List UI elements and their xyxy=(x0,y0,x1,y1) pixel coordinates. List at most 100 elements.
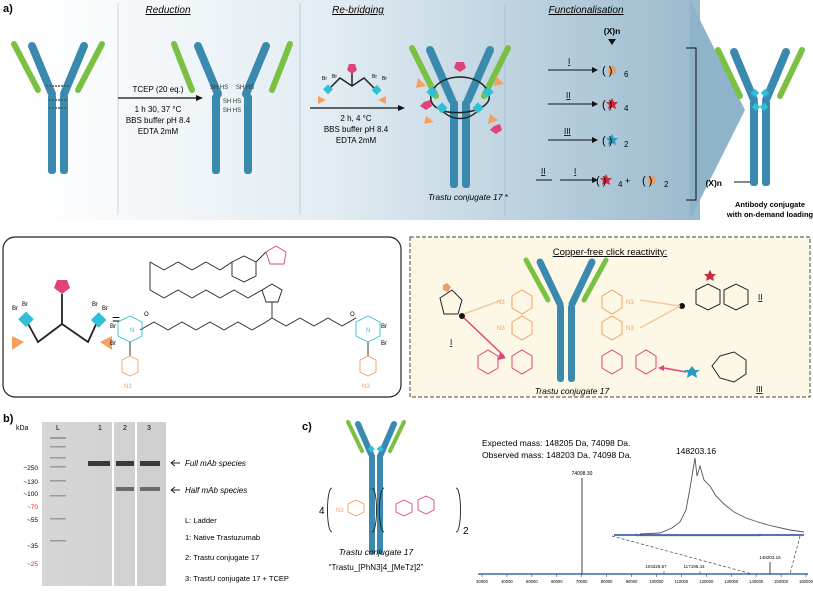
marker-35: ~35 xyxy=(27,543,38,550)
linker-structure-box xyxy=(2,236,402,398)
cartoon-br-4: Br xyxy=(102,306,108,312)
x-tick-label: 90000 xyxy=(626,579,638,584)
c-coeff-right: 2 xyxy=(463,526,469,537)
x-tick-label: 80000 xyxy=(601,579,613,584)
product-star-red-1 xyxy=(606,98,618,109)
route-2-step: II xyxy=(566,91,570,100)
struct-o-2: O xyxy=(350,312,355,318)
x-tick-label: 110000 xyxy=(675,579,689,584)
reduction-cond-2: 1 h 30, 37 °C xyxy=(135,105,182,114)
rebridging-cond-2: BBS buffer pH 8.4 xyxy=(324,125,389,134)
linker-icon-br-4: Br xyxy=(382,76,387,82)
final-label: Antibody conjugate xyxy=(735,200,805,209)
antibody-final xyxy=(715,47,805,186)
click-label-III: III xyxy=(756,385,763,394)
peak-main-label: 148203.16 xyxy=(676,446,716,456)
peak-half-label: 74098.30 xyxy=(572,471,593,477)
struct-n-1: N xyxy=(130,328,134,334)
xn-bracket: (X)n xyxy=(705,178,722,188)
gel-legend-3: 2: Trastu conjugate 17 xyxy=(185,553,259,562)
rebridging-cond-1: 2 h, 4 °C xyxy=(340,114,371,123)
lane-3: 3 xyxy=(147,425,151,432)
route-arrowhead-1 xyxy=(592,67,598,73)
struct-n-2: N xyxy=(366,328,370,334)
peak-minor-2-label: 117195.43 xyxy=(684,564,705,569)
lane-2: 2 xyxy=(123,425,127,432)
click-n3-4: N3 xyxy=(626,326,634,332)
route-arrowhead-2 xyxy=(592,101,598,107)
lane-1: 1 xyxy=(98,425,102,432)
x-tick-label: 60000 xyxy=(551,579,563,584)
x-tick-label: 100000 xyxy=(649,579,664,584)
antibody-reduced xyxy=(171,41,293,174)
marker-55: ~55 xyxy=(27,517,38,524)
peak-minor-1-label: 104325.67 xyxy=(645,564,667,569)
product-3-sub: 2 xyxy=(624,140,629,149)
cartoon-br-3: Br xyxy=(92,302,98,308)
click-title: Copper-free click reactivity: xyxy=(553,247,668,258)
reduced-sh-1: SH HS xyxy=(210,85,228,91)
product-star-tan-1 xyxy=(608,65,616,75)
marker-70: ~70 xyxy=(27,504,38,511)
product-star-red-2 xyxy=(600,174,612,185)
rebridging-cond-3: EDTA 2mM xyxy=(336,136,377,145)
expected-mass: Expected mass: 148205 Da, 74098 Da. xyxy=(482,438,630,448)
reduced-sh-4: SH HS xyxy=(236,85,254,91)
gel-arrows xyxy=(170,459,180,494)
click-azide-arms xyxy=(511,289,623,341)
struct-br-4: Br xyxy=(381,341,387,347)
gel-sample-bands xyxy=(88,461,160,491)
marker-130: ~130 xyxy=(23,479,38,486)
product-star-blue-1 xyxy=(606,134,618,145)
x-tick-label: 150000 xyxy=(774,579,789,584)
arrow-full-mab: Full mAb species xyxy=(185,459,246,468)
product-1-sub: 6 xyxy=(624,70,629,79)
gel-legend-4: 3: TrastU conjugate 17 + TCEP xyxy=(185,574,289,583)
antibody-native xyxy=(11,41,105,174)
gel-image xyxy=(42,422,166,586)
x-tick-label: 50000 xyxy=(526,579,538,584)
panel-a-label: a) xyxy=(3,3,13,15)
struct-n3-2: N3 xyxy=(362,384,370,390)
paren-4a: ( ) xyxy=(596,175,606,187)
route-arrowhead-4 xyxy=(592,177,598,183)
route-1-step: I xyxy=(568,57,570,66)
rebridging-arrow xyxy=(310,105,405,111)
gel-legend-1: L: Ladder xyxy=(185,516,217,525)
product-4-sub2: 2 xyxy=(664,180,669,189)
c-n3: N3 xyxy=(336,508,344,514)
x-tick-label: 120000 xyxy=(699,579,714,584)
arrow-half-mab: Half mAb species xyxy=(185,486,247,495)
product-4-sub: 4 xyxy=(618,180,623,189)
xn-top: (X)n xyxy=(604,26,621,36)
route-bracket xyxy=(686,47,697,201)
conjugate-label-a: Trastu conjugate 17* xyxy=(428,192,509,202)
click-label-II: II xyxy=(758,293,762,302)
linker-icon-br-3: Br xyxy=(372,74,377,80)
x-tick-label: 40000 xyxy=(501,579,513,584)
reduced-sh-2: SH HS xyxy=(223,99,241,105)
reduced-sh-3: SH HS xyxy=(223,108,241,114)
antibody-conjugate xyxy=(409,45,511,188)
c-coeff-left: 4 xyxy=(319,506,325,517)
kda-title: kDa xyxy=(16,425,29,432)
x-tick-label: 160000 xyxy=(799,579,813,584)
click-n3-3: N3 xyxy=(497,326,505,332)
lane-L: L xyxy=(56,425,60,432)
route-arrowhead-3 xyxy=(592,137,598,143)
struct-br-3: Br xyxy=(381,324,387,330)
panel-b-label: b) xyxy=(3,413,14,425)
click-conjugate-label: Trastu conjugate 17 xyxy=(535,386,610,396)
route-4-step-1: II xyxy=(541,167,545,176)
marker-250: −250 xyxy=(23,465,38,472)
paren-4b: ( ) xyxy=(642,175,652,187)
route-arrows xyxy=(536,69,592,181)
linker-icon-br-2: Br xyxy=(332,74,337,80)
xn-down-arrow xyxy=(608,39,616,45)
click-n3-1: N3 xyxy=(497,300,505,306)
paren-2: ( ) xyxy=(602,99,612,111)
product-2-sub: 4 xyxy=(624,104,629,113)
route-3-step: III xyxy=(564,127,571,136)
zoom-inset xyxy=(611,457,805,575)
